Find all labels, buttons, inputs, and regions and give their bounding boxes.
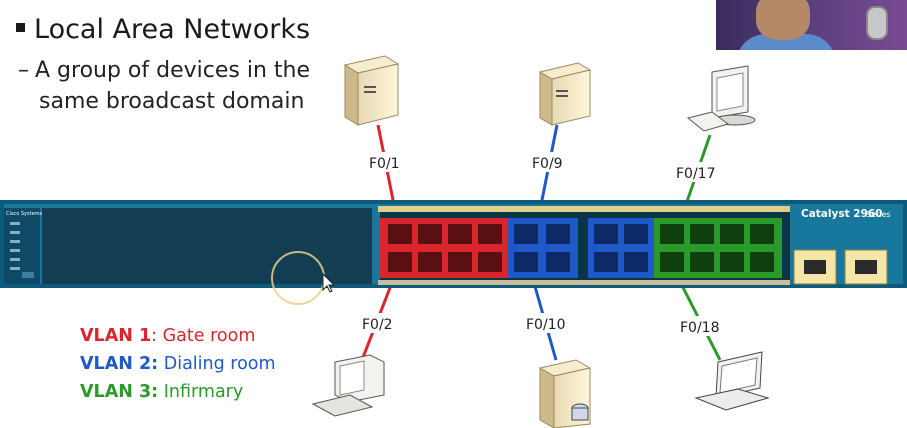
presenter-shirt	[736, 34, 836, 50]
slide-subtitle: –A group of devices in the same broadcas…	[18, 55, 310, 117]
subtitle-line-1: A group of devices in the	[35, 58, 310, 83]
legend-sep: :	[151, 326, 163, 346]
label-bg	[674, 162, 720, 182]
server-icon	[538, 62, 592, 126]
label-bg	[530, 152, 566, 172]
desktop-icon	[686, 65, 756, 132]
vlan1-ports	[380, 218, 508, 278]
port-label-f0-17: F0/17	[676, 166, 716, 182]
port-label-f0-9: F0/9	[532, 156, 563, 172]
legend-vlan1-name: Gate room	[162, 326, 256, 346]
slide-title-text: Local Area Networks	[34, 14, 311, 45]
legend-vlan1-id: VLAN 1	[80, 326, 152, 346]
switch-series-label: Series	[866, 210, 891, 219]
subtitle-line-2: same broadcast domain	[39, 89, 305, 114]
legend-row-vlan1: VLAN 1: Gate room	[80, 322, 276, 350]
legend-vlan2-name: Dialing room	[163, 354, 276, 374]
label-bg	[368, 152, 404, 172]
vlan3-ports	[654, 218, 782, 278]
legend-row-vlan3: VLAN 3: Infirmary	[80, 378, 276, 406]
uplink-ports	[793, 249, 888, 285]
presenter-face	[756, 0, 810, 40]
switch-model-label: Catalyst 2960	[801, 208, 883, 220]
switch-brand-label: Cisco Systems	[6, 211, 43, 217]
server-icon	[343, 55, 400, 126]
legend-vlan3-name: Infirmary	[163, 382, 244, 402]
port-label-f0-1: F0/1	[369, 156, 400, 172]
label-bg	[358, 313, 398, 333]
legend-row-vlan2: VLAN 2: Dialing room	[80, 350, 276, 378]
vlan-legend: VLAN 1: Gate room VLAN 2: Dialing room V…	[80, 322, 276, 406]
label-bg	[523, 313, 569, 333]
presenter-webcam	[716, 0, 907, 50]
port-label-f0-18: F0/18	[680, 320, 720, 336]
legend-vlan3-id: VLAN 3:	[80, 382, 159, 402]
microphone-icon	[866, 6, 888, 40]
port-label-f0-10: F0/10	[526, 317, 566, 333]
bullet-icon	[16, 23, 25, 32]
label-bg	[678, 316, 724, 336]
slide-title: Local Area Networks	[16, 14, 310, 45]
laptop-icon	[694, 351, 770, 411]
legend-vlan2-id: VLAN 2:	[80, 354, 159, 374]
server-icon	[538, 359, 592, 428]
port-label-f0-2: F0/2	[362, 317, 393, 333]
desktop-icon	[311, 354, 385, 417]
dash-icon: –	[18, 58, 29, 83]
cursor-icon	[271, 251, 336, 305]
vlan2-ports	[508, 218, 654, 278]
